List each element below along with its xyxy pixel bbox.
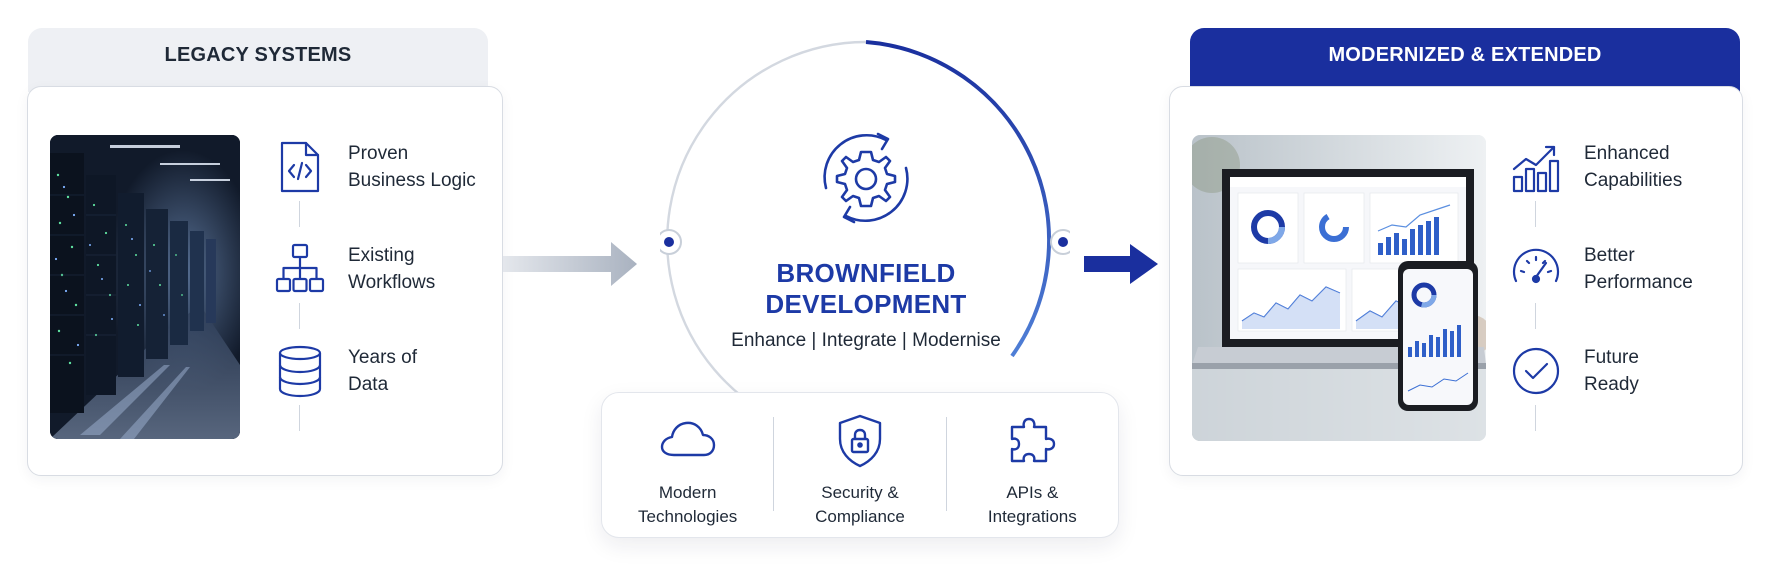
legacy-systems-card: Proven Business Logic Existing Workflows	[27, 86, 503, 476]
speedometer-icon	[1508, 239, 1564, 299]
pillar-modern-technologies: Modern Technologies	[602, 393, 773, 537]
divider	[1535, 405, 1536, 431]
feature-enhanced-capabilities: Enhanced Capabilities	[1508, 137, 1734, 197]
modernized-title: MODERNIZED & EXTENDED	[1328, 43, 1602, 66]
feature-proven-business-logic: Proven Business Logic	[272, 137, 498, 197]
arrow-right-icon	[503, 240, 639, 288]
database-icon	[272, 341, 328, 401]
brownfield-subtitle: Enhance | Integrate | Modernise	[731, 330, 1001, 351]
workflow-icon	[272, 239, 328, 299]
code-file-icon	[272, 137, 328, 197]
feature-future-ready: Future Ready	[1508, 341, 1734, 401]
cloud-icon	[658, 413, 718, 469]
pillar-security-compliance: Security & Compliance	[774, 393, 945, 537]
pillar-label: APIs & Integrations	[987, 483, 1077, 526]
feature-years-of-data: Years of Data	[272, 341, 498, 401]
pillar-label: Modern Technologies	[638, 483, 738, 526]
arrow-right-icon	[1082, 240, 1162, 288]
modernized-card: Enhanced Capabilities Better Performance	[1169, 86, 1743, 476]
gear-sync-icon	[804, 116, 928, 240]
divider	[1535, 201, 1536, 227]
divider	[299, 201, 300, 227]
divider	[299, 405, 300, 431]
legacy-systems-title: LEGACY SYSTEMS	[164, 43, 352, 66]
legacy-systems-header: LEGACY SYSTEMS	[28, 28, 488, 92]
brownfield-cycle-ring	[656, 36, 1076, 446]
divider	[773, 417, 775, 511]
feature-label: Years of Data	[348, 347, 418, 395]
divider	[945, 417, 947, 511]
laptop-dashboard-image	[1192, 135, 1486, 441]
feature-better-performance: Better Performance	[1508, 239, 1734, 299]
shield-lock-icon	[830, 413, 890, 469]
pillar-label: Security & Compliance	[815, 483, 905, 526]
feature-label: Existing Workflows	[348, 245, 436, 293]
divider	[299, 303, 300, 329]
pillars-card: Modern Technologies Security & Complianc…	[601, 392, 1119, 538]
modernized-header: MODERNIZED & EXTENDED	[1190, 28, 1740, 92]
feature-label: Proven Business Logic	[348, 143, 476, 191]
feature-label: Enhanced Capabilities	[1584, 143, 1683, 191]
brownfield-title: BROWNFIELD DEVELOPMENT	[765, 258, 967, 319]
feature-label: Future Ready	[1584, 347, 1639, 395]
feature-label: Better Performance	[1584, 245, 1693, 293]
divider	[1535, 303, 1536, 329]
pillar-apis-integrations: APIs & Integrations	[947, 393, 1118, 537]
feature-existing-workflows: Existing Workflows	[272, 239, 498, 299]
server-room-image	[50, 135, 240, 439]
growth-chart-icon	[1508, 137, 1564, 197]
check-circle-icon	[1508, 341, 1564, 401]
puzzle-icon	[1002, 413, 1062, 469]
